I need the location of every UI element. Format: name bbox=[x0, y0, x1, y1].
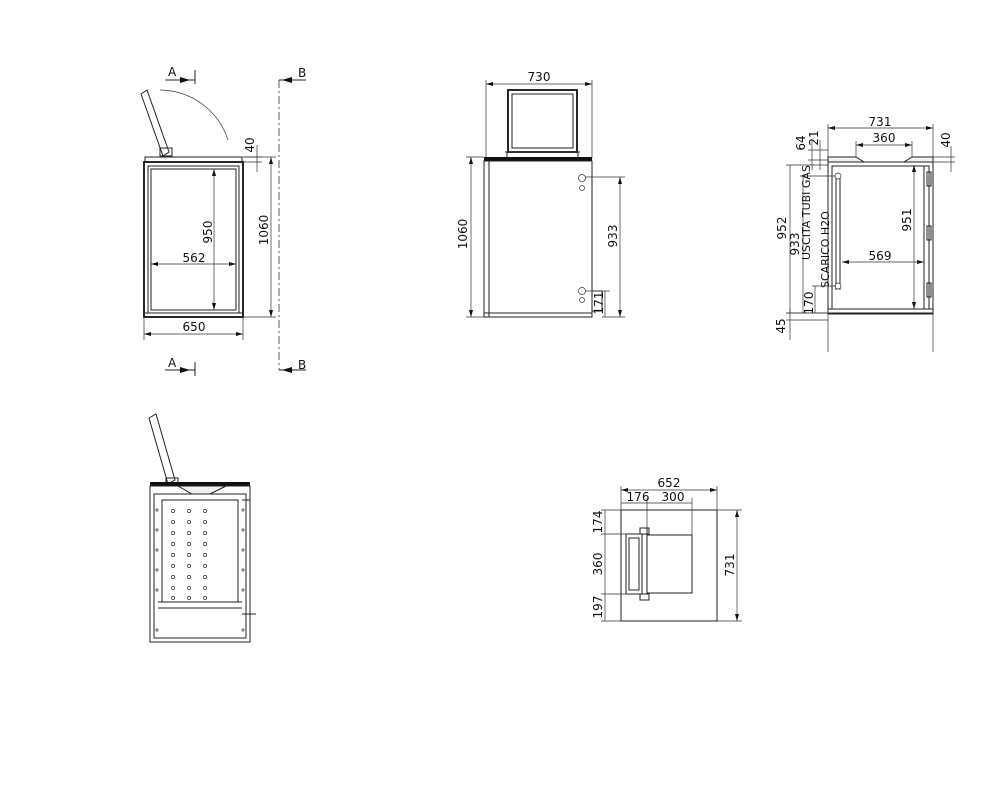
dim-plan-width: 652 bbox=[658, 476, 681, 490]
dim-40-right: 40 bbox=[939, 132, 953, 147]
plan-opening bbox=[646, 534, 693, 594]
lid-hinge bbox=[159, 147, 173, 157]
cabinet-side-body bbox=[483, 160, 593, 318]
dim-section-width: 731 bbox=[869, 115, 892, 129]
section-mark-b-bottom: B bbox=[279, 358, 306, 373]
plan-outline bbox=[620, 509, 718, 622]
gas-pipe-fitting bbox=[578, 174, 586, 182]
dim-197: 197 bbox=[591, 596, 605, 619]
dim-64: 64 bbox=[794, 135, 808, 150]
dim-21: 21 bbox=[807, 130, 821, 145]
dim-170: 170 bbox=[802, 292, 816, 315]
dim-pipe-height: 933 bbox=[606, 225, 620, 248]
section-mark-a-bottom: A bbox=[165, 356, 196, 376]
front-view: A A B B bbox=[140, 65, 306, 376]
dim-45: 45 bbox=[774, 318, 788, 333]
section-label-a-top: A bbox=[168, 65, 177, 79]
plan-cabinet-section bbox=[625, 533, 643, 595]
section-label-b-bottom: B bbox=[298, 358, 306, 372]
dim-952: 952 bbox=[775, 217, 789, 240]
section-a-view bbox=[148, 413, 256, 643]
cabinet-body bbox=[143, 161, 244, 318]
section-gas-outlet bbox=[834, 172, 842, 180]
plan-view: 652 176 300 174 360 197 731 bbox=[591, 476, 742, 622]
dim-933-section: 933 bbox=[788, 233, 802, 256]
water-drain-fitting bbox=[578, 287, 586, 295]
dim-inner-width: 562 bbox=[183, 251, 206, 265]
lid-plate-side bbox=[484, 157, 592, 161]
open-lid-front bbox=[507, 89, 578, 153]
dim-total-height: 1060 bbox=[257, 215, 271, 246]
dim-300: 300 bbox=[662, 490, 685, 504]
section-body bbox=[827, 161, 934, 314]
dim-951: 951 bbox=[900, 209, 914, 232]
dim-plan-depth: 731 bbox=[723, 554, 737, 577]
open-lid bbox=[140, 89, 170, 157]
lid-swing-arc bbox=[159, 89, 229, 141]
label-water-drain: SCARICO H2O bbox=[819, 211, 832, 288]
dim-569: 569 bbox=[869, 249, 892, 263]
section-label-b-top: B bbox=[298, 66, 306, 80]
dim-outer-width: 650 bbox=[183, 320, 206, 334]
side-rivets bbox=[155, 508, 245, 632]
side-view: 730 1060 933 171 bbox=[456, 70, 625, 318]
dim-174: 174 bbox=[591, 511, 605, 534]
dim-pipe-low: 171 bbox=[592, 292, 606, 315]
door-panel bbox=[150, 168, 237, 311]
dim-lid-width: 730 bbox=[528, 70, 551, 84]
dim-176: 176 bbox=[627, 490, 650, 504]
section-view: 731 360 64 21 40 bbox=[774, 115, 955, 352]
section-mark-b-top: B bbox=[279, 66, 306, 83]
label-gas-outlet: USCITA TUBI GAS bbox=[800, 165, 813, 260]
section-label-a-bottom: A bbox=[168, 356, 177, 370]
perforation-holes bbox=[171, 509, 207, 600]
dim-side-total-height: 1060 bbox=[456, 219, 470, 250]
dim-inner-height: 950 bbox=[201, 221, 215, 244]
section-a-body bbox=[149, 485, 251, 643]
section-mark-a-top: A bbox=[165, 65, 196, 84]
dim-360-plan: 360 bbox=[591, 553, 605, 576]
door-frame bbox=[147, 165, 240, 314]
dim-opening-width: 360 bbox=[873, 131, 896, 145]
section-open-lid bbox=[148, 413, 176, 485]
dim-lid-thickness: 40 bbox=[243, 137, 257, 152]
